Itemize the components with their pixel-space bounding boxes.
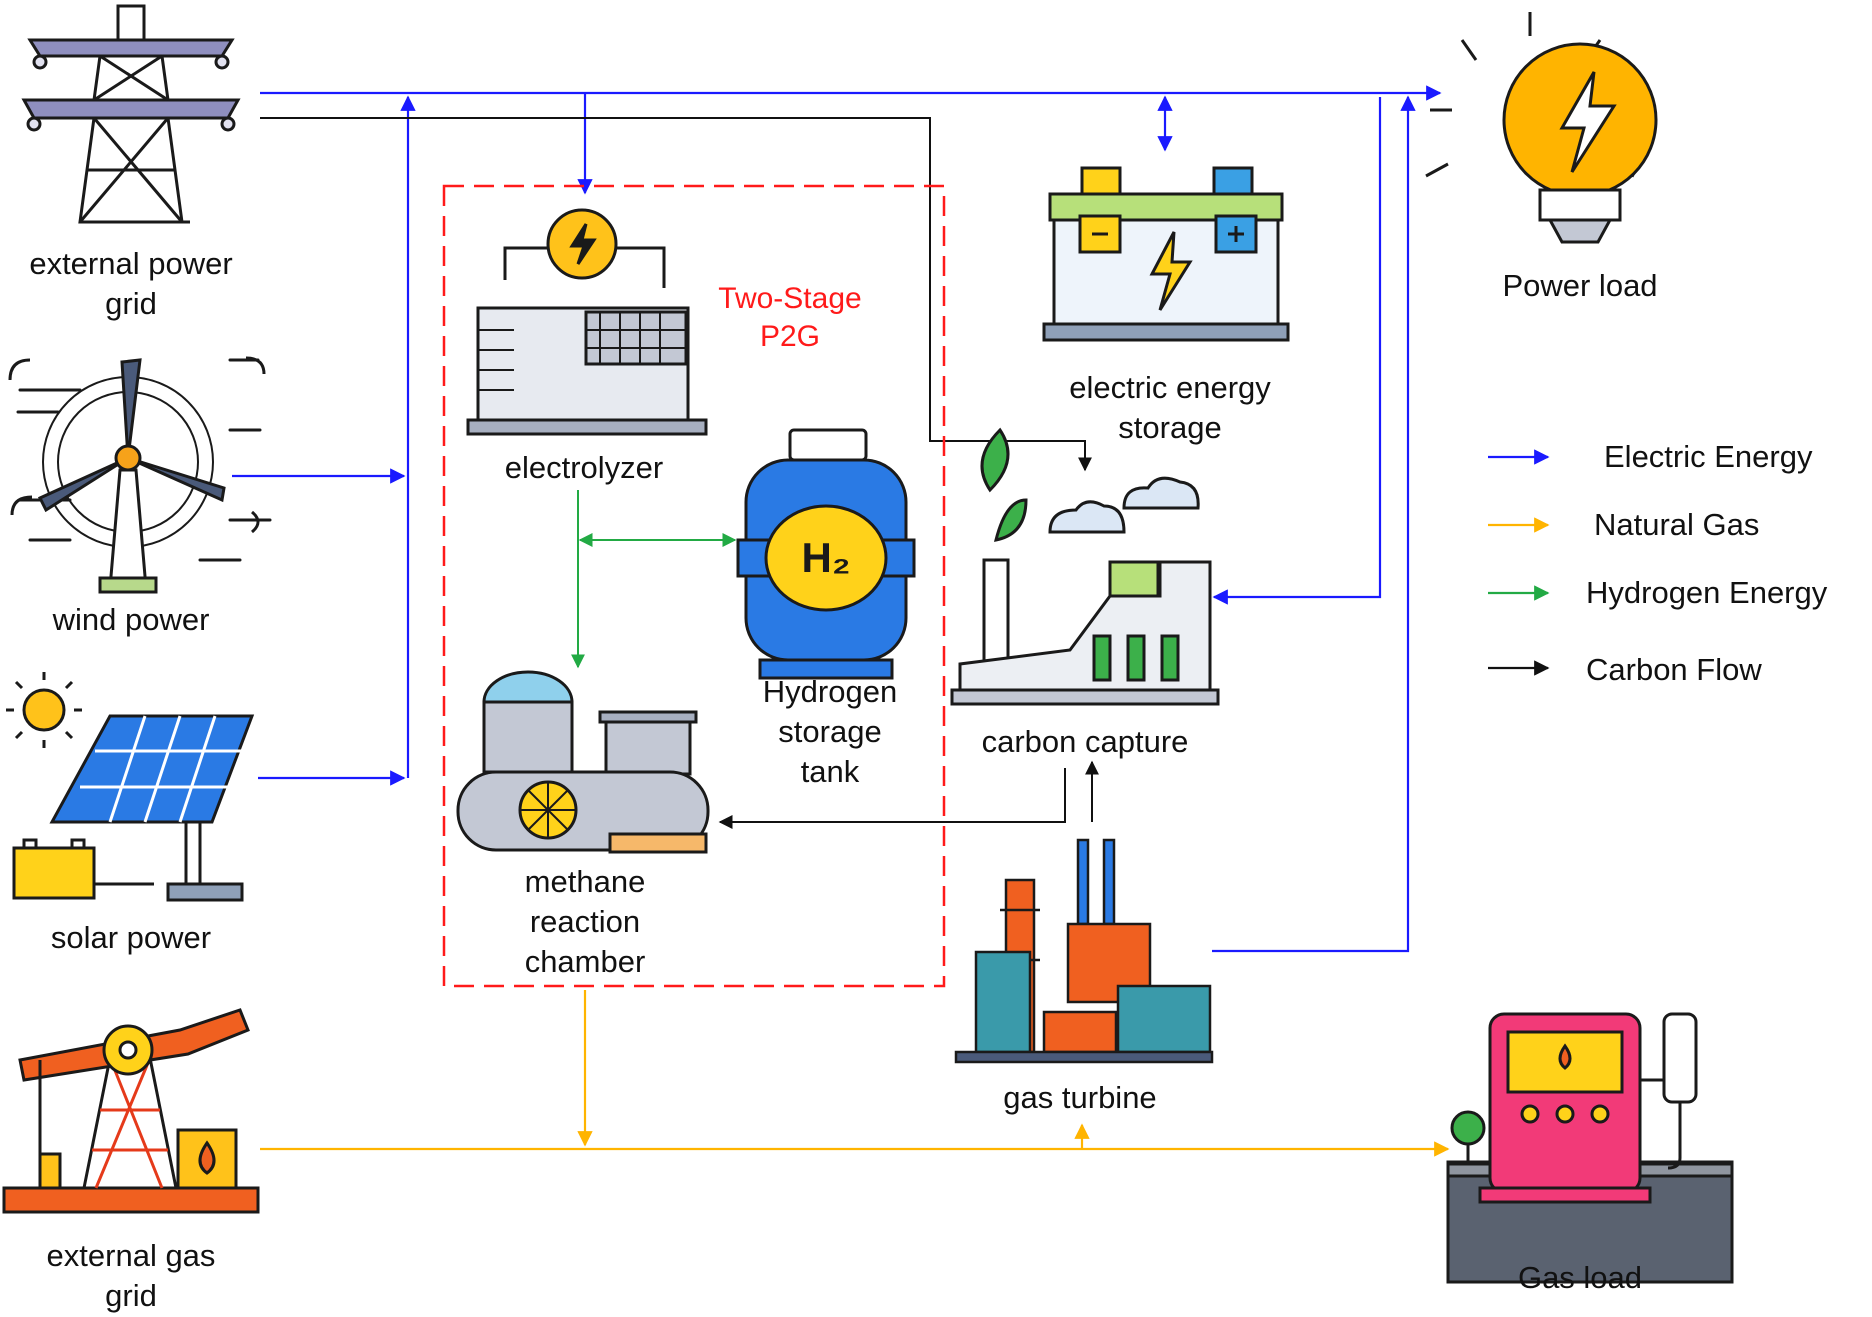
carbon-flows (260, 117, 1099, 829)
wind-turbine-icon (8, 356, 272, 594)
legend-hydrogen-label: Hydrogen Energy (1586, 575, 1828, 610)
methane-chamber-icon (456, 670, 710, 854)
electric-flows (232, 85, 1442, 953)
gas-turbine-icon (954, 838, 1214, 1064)
flow-bus-to-carbon-capture (1212, 97, 1382, 605)
gas-pump-icon (1446, 1012, 1734, 1284)
hydrogen-label-line1: Hydrogen (762, 674, 898, 709)
solar-power-label: solar power (50, 920, 212, 955)
methane-label-line2: reaction (529, 904, 641, 939)
methane-label-line3: chamber (524, 944, 646, 979)
external-gas-grid-label-line2: grid (105, 1278, 157, 1313)
oil-pump-icon (2, 1008, 260, 1214)
flow-grid-carbon-to-capture (260, 117, 1092, 472)
external-power-grid-label: external power grid (0, 244, 262, 324)
gas-load-label: Gas load (1517, 1260, 1643, 1295)
light-bulb-icon (1425, 12, 1658, 244)
electrolyzer-icon (466, 208, 708, 436)
legend-gas-label: Natural Gas (1594, 507, 1760, 542)
external-gas-grid-label: external gas grid (0, 1236, 262, 1316)
external-gas-grid-label-line1: external gas (46, 1238, 216, 1273)
hydrogen-label-line3: tank (800, 754, 860, 789)
hydrogen-badge-text: H₂ (802, 534, 851, 581)
legend-electric-label: Electric Energy (1604, 439, 1813, 474)
p2g-title-line1: Two-Stage (718, 282, 862, 315)
carbon-capture-icon (950, 427, 1220, 706)
flow-capture-to-methane (718, 768, 1066, 829)
storage-label-line1: electric energy (1069, 370, 1271, 405)
legend-carbon-label: Carbon Flow (1586, 652, 1762, 687)
hydrogen-storage-tank-label: Hydrogen storage tank (720, 672, 940, 792)
external-power-grid-label-line1: external power (29, 246, 233, 281)
gas-turbine-label: gas turbine (1003, 1080, 1157, 1115)
external-power-grid-label-line2: grid (105, 286, 157, 321)
solar-panel-icon (6, 672, 255, 902)
carbon-capture-label: carbon capture (981, 724, 1189, 759)
transmission-tower-icon (21, 4, 241, 224)
hydrogen-label-line2: storage (778, 714, 882, 749)
two-stage-p2g-box (442, 184, 946, 988)
legend-swatches (1488, 449, 1550, 676)
electric-energy-storage-label: electric energy storage (1030, 368, 1310, 448)
power-load-label: Power load (1502, 268, 1658, 303)
methane-label-line1: methane (524, 864, 646, 899)
wind-power-label: wind power (52, 602, 210, 637)
flow-turbine-to-power-load (1212, 95, 1416, 953)
two-stage-p2g-title: Two-Stage P2G (690, 280, 890, 356)
storage-label-line2: storage (1118, 410, 1222, 445)
battery-icon (1042, 166, 1290, 342)
gas-flows (260, 990, 1450, 1157)
hydrogen-flows (571, 490, 737, 669)
p2g-title-line2: P2G (759, 320, 821, 353)
electrolyzer-label: electrolyzer (504, 450, 664, 485)
hydrogen-tank-icon (736, 428, 916, 680)
methane-reaction-chamber-label: methane reaction chamber (470, 862, 700, 982)
